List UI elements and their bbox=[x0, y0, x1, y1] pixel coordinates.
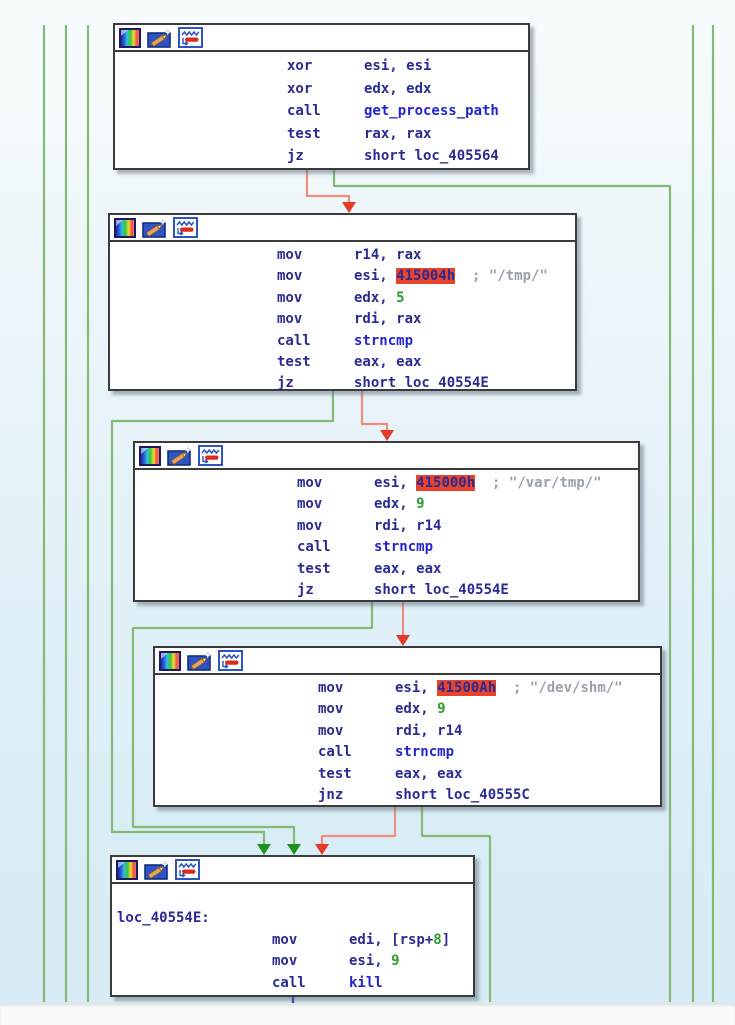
edge-b1-jump-taken bbox=[332, 170, 672, 1002]
arrowhead-b5-in-2 bbox=[287, 844, 301, 855]
node-color-icon[interactable] bbox=[159, 650, 181, 671]
node-toolbar bbox=[135, 443, 638, 470]
window-bottom-edge bbox=[0, 1003, 735, 1025]
edit-node-icon[interactable] bbox=[167, 446, 192, 466]
graph-overview-icon[interactable] bbox=[218, 650, 243, 671]
block-label[interactable]: loc_40554E: bbox=[117, 910, 210, 927]
graph-overview-icon[interactable] bbox=[175, 859, 200, 880]
arrowhead-b5-in-3 bbox=[315, 844, 329, 855]
edge-b4-jump-taken bbox=[420, 807, 492, 1002]
edit-node-icon[interactable] bbox=[142, 218, 167, 238]
blank-line[interactable] bbox=[112, 887, 473, 908]
graph-overview-icon[interactable] bbox=[198, 445, 223, 466]
graph-overview-icon[interactable] bbox=[173, 217, 198, 238]
edit-node-icon[interactable] bbox=[144, 860, 169, 880]
node-color-icon[interactable] bbox=[114, 217, 136, 238]
node-toolbar bbox=[155, 648, 660, 675]
arrowhead-b2-in bbox=[342, 202, 356, 213]
edge-b1-fallthrough bbox=[305, 170, 351, 205]
node-toolbar bbox=[112, 857, 473, 884]
arrowhead-b3-in bbox=[380, 430, 394, 441]
arrowhead-b4-in bbox=[396, 635, 410, 646]
edge-b4-fallthrough bbox=[320, 807, 397, 847]
edge-b2-fallthrough bbox=[360, 391, 389, 433]
arrowhead-b5-in-1 bbox=[257, 844, 271, 855]
edge-b3-jump-taken bbox=[131, 602, 374, 847]
graph-overview-icon[interactable] bbox=[178, 27, 203, 48]
edit-node-icon[interactable] bbox=[147, 28, 172, 48]
node-color-icon[interactable] bbox=[119, 27, 141, 48]
node-color-icon[interactable] bbox=[116, 859, 138, 880]
node-color-icon[interactable] bbox=[139, 445, 161, 466]
edge-b2-jump-taken bbox=[110, 391, 335, 847]
edit-node-icon[interactable] bbox=[187, 651, 212, 671]
node-toolbar bbox=[110, 215, 575, 242]
node-toolbar bbox=[115, 25, 528, 52]
